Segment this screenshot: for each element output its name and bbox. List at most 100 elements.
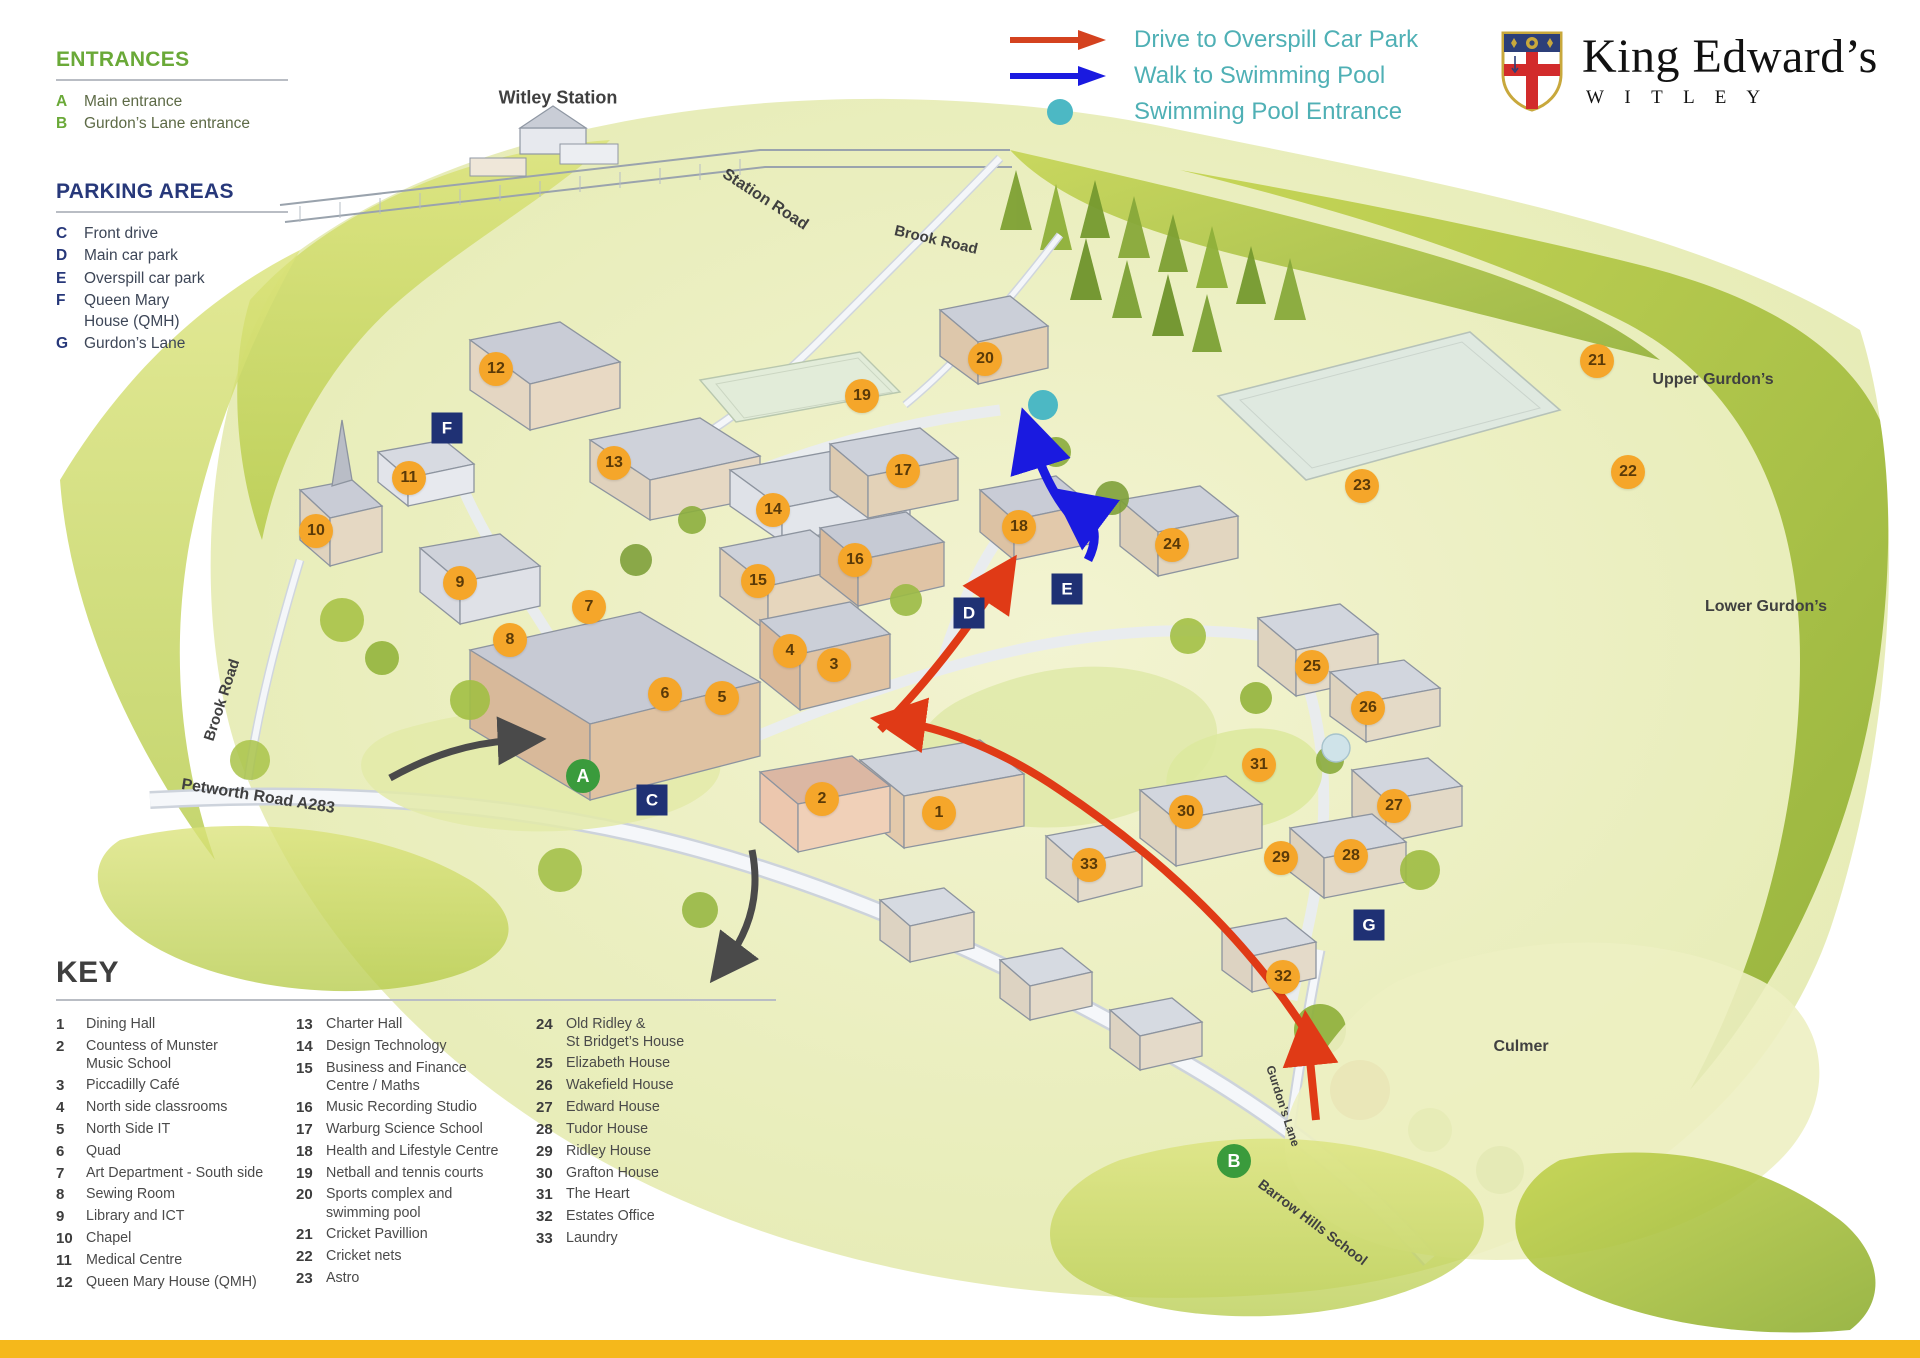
key-number-21: 21 xyxy=(296,1225,313,1243)
map-marker-28[interactable]: 28 xyxy=(1334,839,1368,873)
map-marker-1[interactable]: 1 xyxy=(922,796,956,830)
map-marker-17[interactable]: 17 xyxy=(886,454,920,488)
parking-label-c: Front drive xyxy=(84,225,159,242)
key-number-11: 11 xyxy=(56,1251,72,1269)
map-label-7: Lower Gurdon’s xyxy=(1704,598,1828,615)
map-marker-c[interactable]: C xyxy=(636,784,668,816)
map-marker-33[interactable]: 33 xyxy=(1072,848,1106,882)
map-marker-24[interactable]: 24 xyxy=(1155,528,1189,562)
map-marker-32[interactable]: 32 xyxy=(1266,960,1300,994)
map-marker-16[interactable]: 16 xyxy=(838,543,872,577)
key-number-14: 14 xyxy=(296,1037,313,1055)
map-marker-f[interactable]: F xyxy=(431,412,463,444)
map-marker-19[interactable]: 19 xyxy=(845,379,879,413)
key-number-17: 17 xyxy=(296,1120,313,1138)
key-label-25: Elizabeth House xyxy=(566,1055,671,1072)
map-marker-d[interactable]: D xyxy=(953,597,985,629)
key-label-28: Tudor House xyxy=(566,1120,649,1137)
map-marker-11[interactable]: 11 xyxy=(392,461,426,495)
map-marker-4[interactable]: 4 xyxy=(773,634,807,668)
map-marker-29[interactable]: 29 xyxy=(1264,841,1298,875)
map-marker-14[interactable]: 14 xyxy=(756,493,790,527)
key-label-24: Old Ridley & St Bridget’s House xyxy=(566,1016,685,1051)
map-marker-26[interactable]: 26 xyxy=(1351,691,1385,725)
map-marker-25[interactable]: 25 xyxy=(1295,650,1329,684)
parking-letter-d: D xyxy=(56,247,68,265)
map-marker-23[interactable]: 23 xyxy=(1345,469,1379,503)
map-marker-30[interactable]: 30 xyxy=(1169,795,1203,829)
key-label-10: Chapel xyxy=(86,1230,132,1247)
legend-label-pool: Swimming Pool Entrance xyxy=(1134,98,1403,125)
map-marker-31[interactable]: 31 xyxy=(1242,748,1276,782)
map-marker-5[interactable]: 5 xyxy=(705,681,739,715)
legend-label-walk: Walk to Swimming Pool xyxy=(1134,62,1386,89)
school-logo: King Edward’s W I T L E Y xyxy=(1500,30,1878,112)
key-label-21: Cricket Pavillion xyxy=(326,1225,428,1242)
map-marker-3[interactable]: 3 xyxy=(817,648,851,682)
entrances-divider xyxy=(56,79,288,81)
parking-label-g: Gurdon’s Lane xyxy=(84,335,186,353)
map-marker-10[interactable]: 10 xyxy=(299,514,333,548)
key-number-23: 23 xyxy=(296,1269,313,1287)
key-number-22: 22 xyxy=(296,1247,313,1265)
key-label-27: Edward House xyxy=(566,1099,660,1116)
map-marker-a[interactable]: A xyxy=(566,759,600,793)
map-marker-21[interactable]: 21 xyxy=(1580,344,1614,378)
map-marker-6[interactable]: 6 xyxy=(648,677,682,711)
map-marker-12[interactable]: 12 xyxy=(479,352,513,386)
key-label-30: Grafton House xyxy=(566,1164,659,1181)
key-number-15: 15 xyxy=(296,1059,313,1077)
map-marker-2[interactable]: 2 xyxy=(805,782,839,816)
key-label-1: Dining Hall xyxy=(86,1016,156,1032)
map-marker-e[interactable]: E xyxy=(1051,573,1083,605)
key-number-10: 10 xyxy=(56,1230,73,1248)
map-marker-8[interactable]: 8 xyxy=(493,623,527,657)
map-marker-g[interactable]: G xyxy=(1353,909,1385,941)
key-label-9: Library and ICT xyxy=(86,1208,185,1225)
entrances-title: ENTRANCES xyxy=(56,48,190,71)
map-marker-13[interactable]: 13 xyxy=(597,446,631,480)
parking-divider xyxy=(56,211,288,213)
key-label-32: Estates Office xyxy=(566,1208,655,1225)
key-number-8: 8 xyxy=(56,1186,65,1204)
map-marker-20[interactable]: 20 xyxy=(968,342,1002,376)
key-number-13: 13 xyxy=(296,1016,313,1033)
map-marker-27[interactable]: 27 xyxy=(1377,789,1411,823)
legend-row-pool: Swimming Pool Entrance xyxy=(1010,94,1418,130)
logo-sub-text: W I T L E Y xyxy=(1586,87,1769,108)
key-number-18: 18 xyxy=(296,1142,313,1160)
key-label-20: Sports complex and swimming pool xyxy=(326,1186,453,1221)
map-marker-9[interactable]: 9 xyxy=(443,566,477,600)
map-marker-18[interactable]: 18 xyxy=(1002,510,1036,544)
map-marker-22[interactable]: 22 xyxy=(1611,455,1645,489)
parking-label-e: Overspill car park xyxy=(84,269,205,287)
entrance-label-b: Gurdon’s Lane entrance xyxy=(84,115,251,133)
map-label-1: Witley Station xyxy=(498,87,618,108)
legend-row-drive: Drive to Overspill Car Park xyxy=(1010,22,1418,58)
map-marker-15[interactable]: 15 xyxy=(741,564,775,598)
swimming-pool-entrance-marker[interactable] xyxy=(1028,390,1058,420)
map-marker-b[interactable]: B xyxy=(1217,1144,1251,1178)
key-label-7: Art Department - South side xyxy=(86,1164,264,1181)
parking-letter-f: F xyxy=(56,292,66,310)
map-marker-7[interactable]: 7 xyxy=(572,590,606,624)
